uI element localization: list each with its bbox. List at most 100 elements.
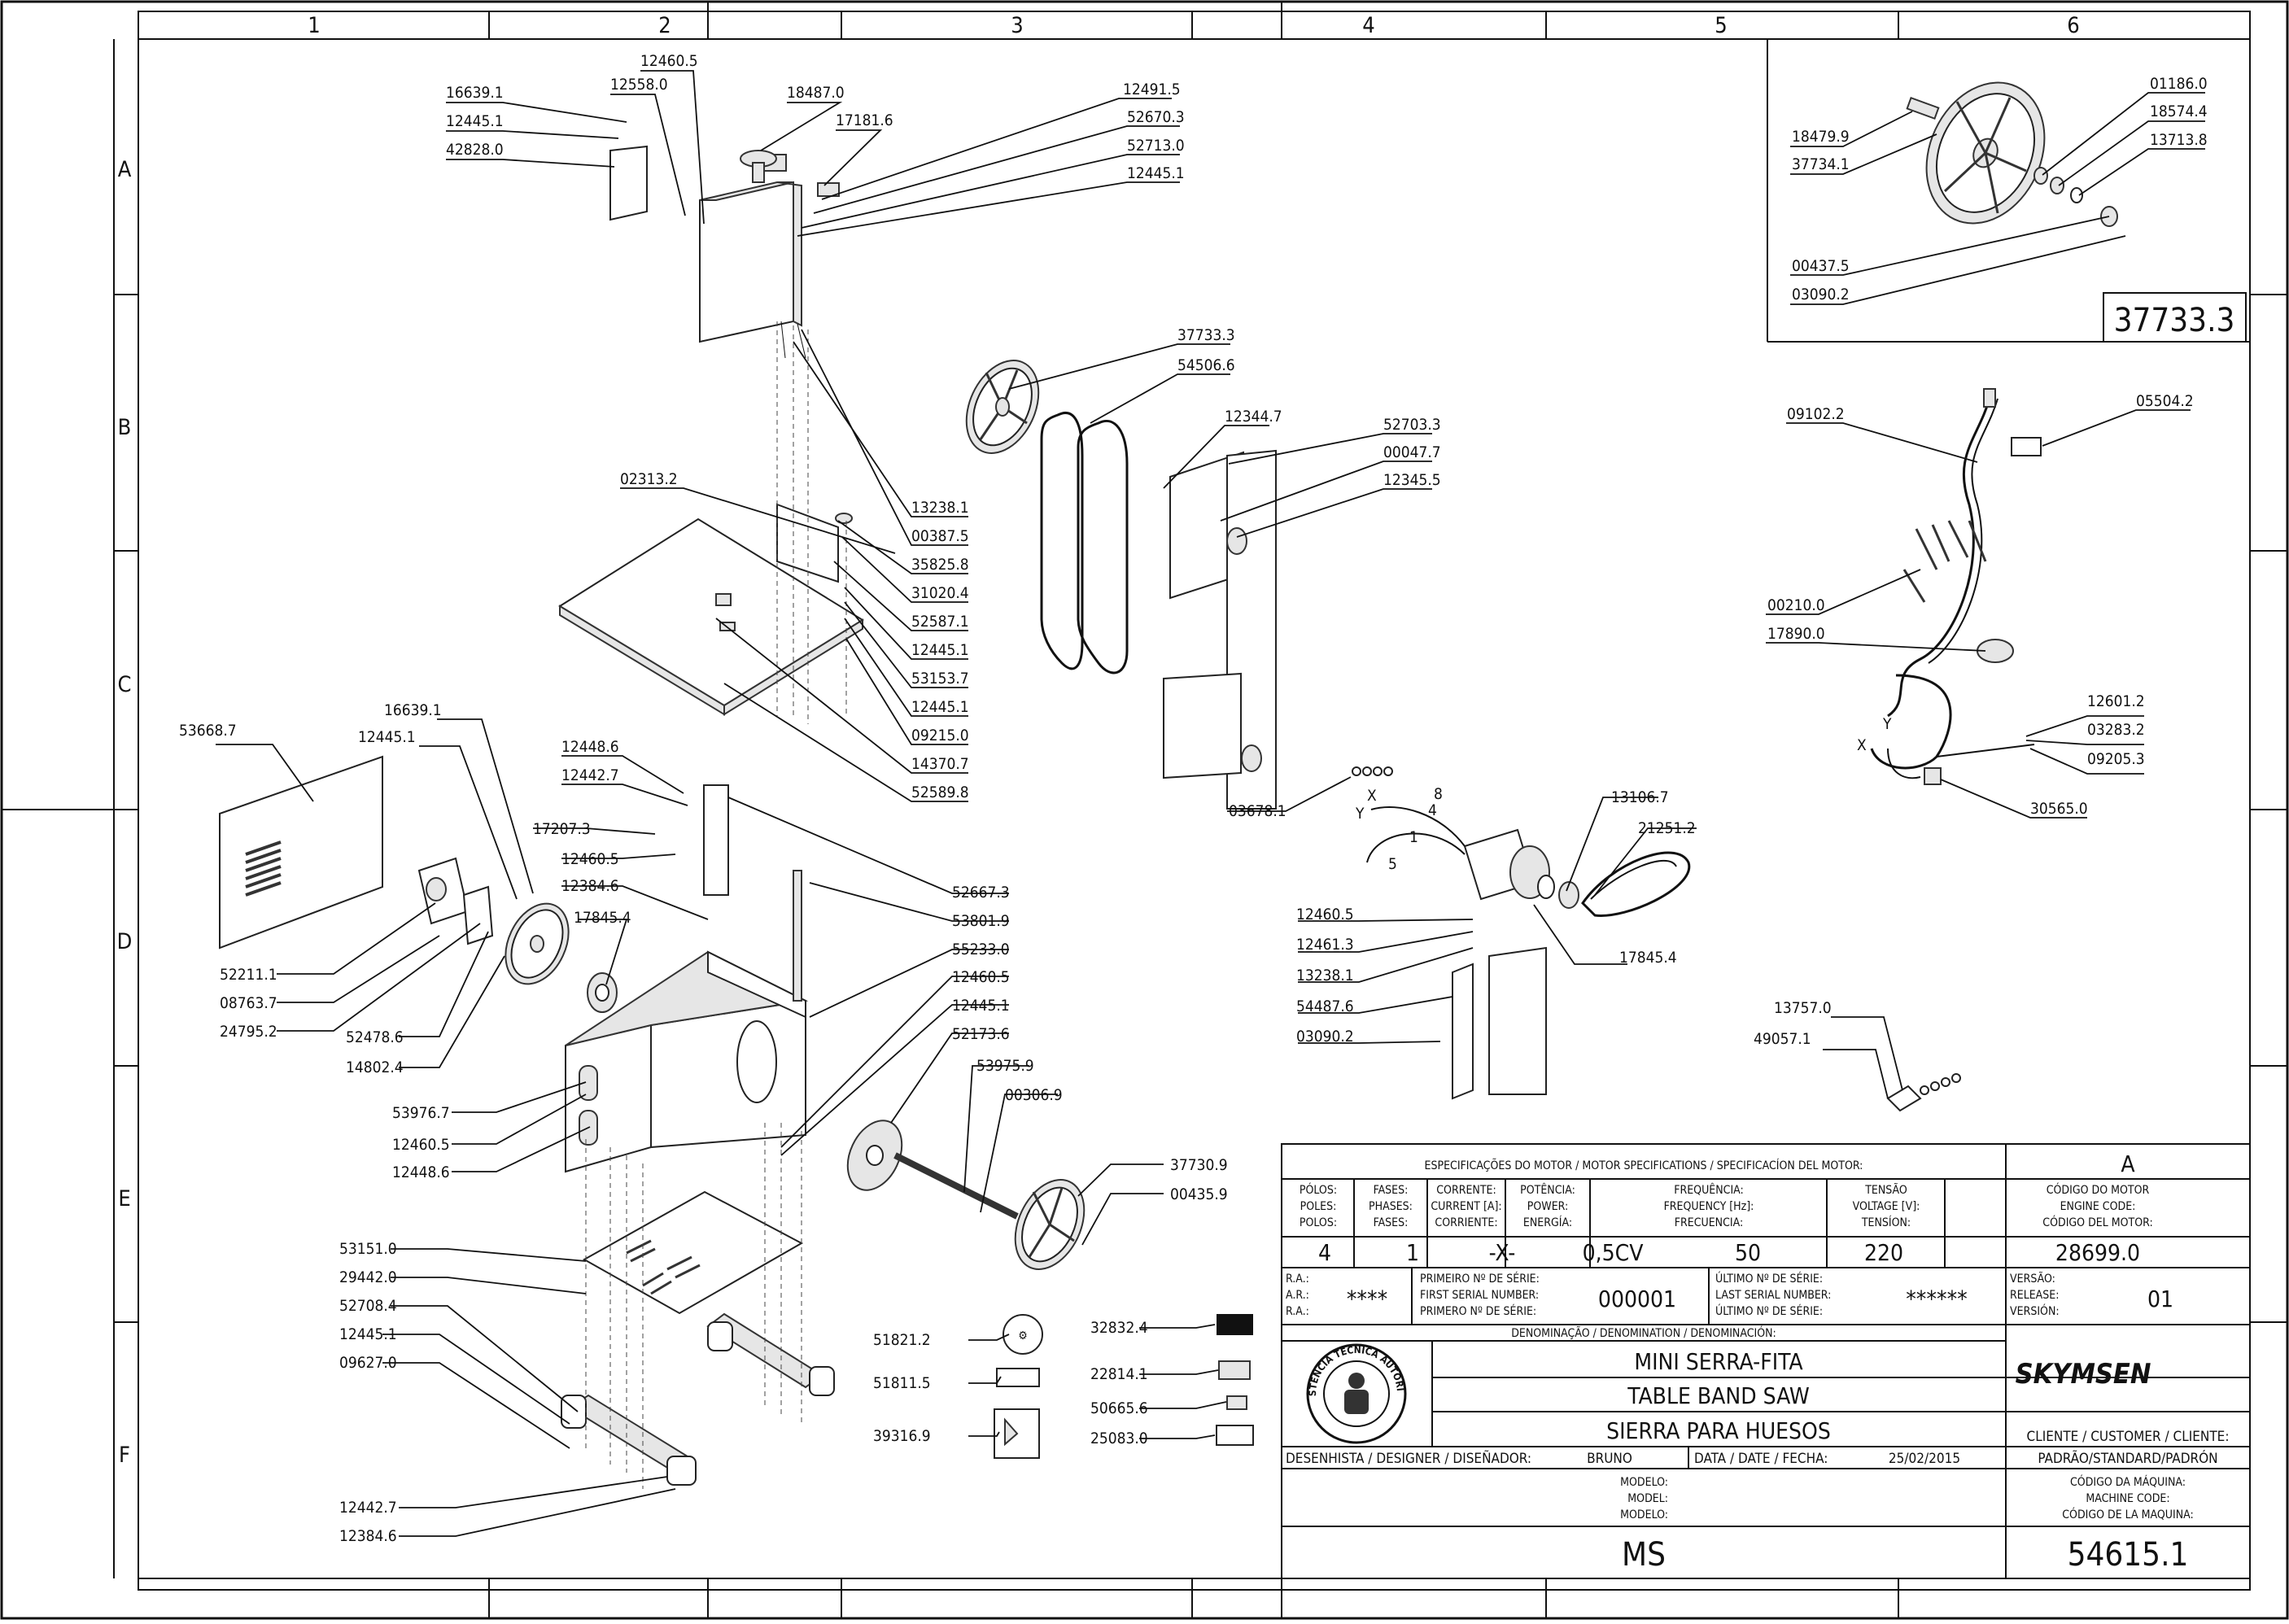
current-value: -X- (1489, 1239, 1516, 1266)
part-label: 00435.9 (1170, 1185, 1228, 1203)
poles-value: 4 (1318, 1239, 1331, 1266)
pulley-detail-box: 37733.3 (1767, 39, 2250, 343)
base-cabinet (565, 784, 809, 1173)
part-label: 42828.0 (446, 141, 504, 159)
part-label: 54506.6 (1177, 356, 1235, 374)
frequency-label-pt: FREQUÊNCIA: (1674, 1182, 1744, 1197)
part-label: 52713.0 (1127, 137, 1185, 155)
part-label: 39316.9 (873, 1427, 931, 1445)
part-label: 09102.2 (1787, 405, 1845, 423)
first-serial-label-es: PRIMERO Nº DE SÉRIE: (1420, 1304, 1536, 1318)
phases-value: 1 (1406, 1239, 1419, 1266)
part-label: 53151.0 (339, 1240, 397, 1258)
part-label: 55233.0 (952, 941, 1010, 958)
part-label: 24795.2 (220, 1023, 277, 1041)
part-label: 13238.1 (911, 499, 969, 517)
part-label: 52667.3 (952, 884, 1010, 901)
first-serial-label-pt: PRIMEIRO Nº DE SÉRIE: (1420, 1272, 1540, 1286)
voltage-label-es: TENSÍON: (1861, 1216, 1911, 1229)
part-label: 08763.7 (220, 994, 277, 1012)
part-label: 03283.2 (2087, 721, 2145, 739)
part-labels: 16639.1 12445.1 42828.0 12460.5 12558.0 … (179, 52, 2208, 1545)
power-value: 0,5CV (1583, 1239, 1645, 1266)
serial-row: R.A.: A.R.: R.A.: **** PRIMEIRO Nº DE SÉ… (1286, 1271, 2173, 1318)
part-label: 16639.1 (384, 701, 442, 719)
part-label: 12445.1 (446, 112, 504, 130)
grid-row-f: F (119, 1443, 130, 1468)
part-label: 29442.0 (339, 1268, 397, 1286)
motor-assembly (1352, 766, 1691, 1100)
engine-code-label-pt: CÓDIGO DO MOTOR (2047, 1182, 2150, 1197)
version-label-en: RELEASE: (2010, 1289, 2060, 1302)
part-label: 49057.1 (1754, 1030, 1811, 1048)
frequency-value: 50 (1735, 1239, 1761, 1266)
part-label: 12460.5 (392, 1136, 450, 1154)
part-label: 52173.6 (952, 1025, 1010, 1043)
part-label: 18487.0 (787, 84, 845, 102)
part-label: 21251.2 (1638, 819, 1696, 837)
engine-code-value: 28699.0 (2055, 1239, 2140, 1266)
part-label: 09627.0 (339, 1354, 397, 1372)
current-label-en: CURRENT [A]: (1431, 1200, 1501, 1213)
part-label: 52587.1 (911, 613, 969, 631)
date-label: DATA / DATE / FECHA: (1694, 1451, 1828, 1467)
machine-code-label-pt: CÓDIGO DA MÁQUINA: (2070, 1474, 2186, 1489)
part-label: 12460.5 (561, 850, 619, 868)
part-label: 12442.7 (561, 766, 619, 784)
power-label-pt: POTÊNCIA: (1520, 1182, 1575, 1197)
part-label: 00437.5 (1792, 257, 1850, 275)
voltage-label-en: VOLTAGE [V]: (1853, 1200, 1920, 1213)
motor-wire-4: 4 (1428, 801, 1437, 819)
part-label: 12601.2 (2087, 692, 2145, 710)
grid-row-a: A (118, 157, 132, 182)
svg-text:⚙: ⚙ (1018, 1329, 1027, 1342)
part-label: 17890.0 (1767, 625, 1825, 643)
part-label: 30565.0 (2030, 800, 2088, 818)
part-label: 12384.6 (561, 877, 619, 895)
part-label: 51821.2 (873, 1331, 931, 1349)
motor-wire-y: Y (1355, 805, 1365, 823)
brand-logo: SKYMSEN (2016, 1358, 2151, 1390)
base-plate-and-feet (561, 1190, 835, 1486)
part-label: 12460.5 (640, 52, 698, 70)
saw-table (558, 503, 864, 716)
part-label: 53976.7 (392, 1104, 450, 1122)
client-value: PADRÃO/STANDARD/PADRÓN (2038, 1449, 2217, 1467)
poles-label-es: POLOS: (1300, 1216, 1337, 1229)
detail-box-code: 37733.3 (2114, 302, 2235, 339)
upper-wheel-and-blade (965, 360, 1129, 674)
part-leaders (216, 70, 2205, 1537)
part-label: 13238.1 (1296, 967, 1354, 984)
part-label: 51811.5 (873, 1374, 931, 1392)
part-label: 31020.4 (911, 584, 969, 602)
part-label: 03090.2 (1792, 286, 1850, 303)
part-label: 54487.6 (1296, 998, 1354, 1015)
denomination-label: DENOMINAÇÃO / DENOMINATION / DENOMINACIÓ… (1511, 1325, 1776, 1340)
grid-col-6: 6 (2067, 13, 2079, 38)
part-label: 50665.6 (1090, 1399, 1148, 1417)
motor-wire-8: 8 (1434, 785, 1443, 803)
part-label: 52478.6 (346, 1028, 404, 1046)
electrical-harness (1870, 388, 2042, 1112)
part-label: 03678.1 (1229, 802, 1286, 820)
motor-wire-markers: X 8 Y 4 1 5 (1355, 785, 1443, 873)
grid-col-5: 5 (1715, 13, 1727, 38)
part-label: 13713.8 (2150, 131, 2208, 149)
version-value: 01 (2147, 1286, 2173, 1312)
spec-headers: PÓLOS: POLES: POLOS: FASES: PHASES: FASE… (1300, 1182, 2153, 1229)
ra-value: **** (1347, 1286, 1387, 1312)
frequency-label-en: FREQUENCY [Hz]: (1664, 1200, 1754, 1213)
version-label-es: VERSIÓN: (2010, 1303, 2060, 1318)
part-label: 18574.4 (2150, 103, 2208, 120)
part-label: 00387.5 (911, 527, 969, 545)
motor-spec-header: ESPECIFICAÇÕES DO MOTOR / MOTOR SPECIFIC… (1425, 1159, 1863, 1172)
part-label: 01186.0 (2150, 75, 2208, 93)
part-label: 12445.1 (952, 997, 1010, 1015)
part-label: 17181.6 (836, 111, 893, 129)
detail-pulley-drawing (1906, 81, 2118, 227)
current-label-es: CORRIENTE: (1435, 1216, 1497, 1229)
part-label: 18479.9 (1792, 128, 1850, 146)
part-label: 12445.1 (911, 641, 969, 659)
part-label: 37730.9 (1170, 1156, 1228, 1174)
poles-label-pt: PÓLOS: (1300, 1182, 1337, 1197)
